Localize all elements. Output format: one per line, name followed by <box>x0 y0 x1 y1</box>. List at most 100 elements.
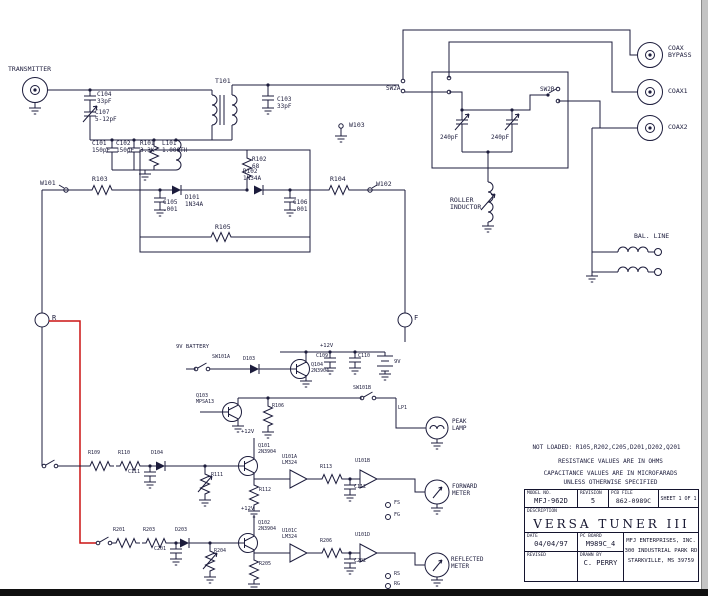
test-point-w102 <box>367 187 373 193</box>
revision-label: REVISION <box>580 491 602 496</box>
rs-terminal <box>385 573 391 579</box>
title-block: MODEL NO. MFJ-962D REVISION 5 PCB FILE 8… <box>524 489 699 582</box>
sheet-cell: SHEET 1 OF 1 <box>658 490 698 507</box>
capacitor-c103 <box>261 83 275 115</box>
description-value: VERSA TUNER III <box>533 517 690 531</box>
opamp-u101b <box>359 469 378 489</box>
resistor-r110 <box>115 461 145 471</box>
revision-cell: REVISION 5 <box>577 490 608 507</box>
transmitter-connector <box>22 77 48 115</box>
date-label: DATE <box>527 534 538 539</box>
description-cell: DESCRIPTION VERSA TUNER III <box>525 507 698 532</box>
note-unless: UNLESS OTHERWISE SPECIFIED <box>563 479 658 486</box>
transistor-q103 <box>222 402 242 422</box>
switch-sw101b <box>359 391 377 401</box>
forward-switch <box>41 459 59 469</box>
date-value: 04/04/97 <box>534 540 568 548</box>
forward-test-point <box>397 312 413 328</box>
right-edge-band <box>701 0 708 589</box>
resistor-r106 <box>263 401 273 431</box>
roller-inductor <box>480 181 496 233</box>
transistor-q101 <box>238 456 258 476</box>
resistor-r203 <box>141 538 171 548</box>
resistor-r201 <box>111 538 141 548</box>
revised-label: REVISED <box>527 553 546 558</box>
drawn-by-cell: DRAWN BY C. PERRY <box>577 551 623 581</box>
company-name: MFJ ENTERPRISES, INC. <box>626 538 696 544</box>
diode-d101 <box>171 184 182 196</box>
pcb-file-cell: PCB FILE 862-0989C <box>608 490 658 507</box>
reflected-test-point <box>34 312 50 328</box>
model-value: MFJ-962D <box>534 497 568 505</box>
diode-d203 <box>179 537 190 549</box>
resistor-r102 <box>242 153 252 183</box>
test-point-w103 <box>334 123 348 143</box>
transformer-t101 <box>211 84 395 140</box>
note-not-loaded: NOT LOADED: R105,R202,C205,D201,D202,Q20… <box>532 444 681 451</box>
company-cell: MFJ ENTERPRISES, INC. 300 INDUSTRIAL PAR… <box>623 532 698 581</box>
resistor-r103 <box>87 185 117 195</box>
model-cell: MODEL NO. MFJ-962D <box>525 490 577 507</box>
coax2-connector <box>637 115 663 141</box>
company-address2: STARKVILLE, MS 39759 <box>627 557 695 564</box>
input-matching-network <box>48 88 232 181</box>
swr-detector-section <box>42 149 405 253</box>
reflected-switch <box>95 536 113 546</box>
resistor-r205 <box>249 555 259 585</box>
drawn-by-label: DRAWN BY <box>580 553 602 558</box>
reflected-meter-circuit <box>95 515 450 591</box>
resistor-r112 <box>249 480 259 510</box>
sense-lines <box>34 190 413 466</box>
diode-d104 <box>155 460 166 472</box>
pcb-file-label: PCB FILE <box>611 491 633 496</box>
transistor-q104 <box>290 359 310 379</box>
test-point-w101 <box>63 187 69 193</box>
antenna-switch-network <box>395 29 637 169</box>
power-supply-circuit <box>186 350 394 388</box>
model-label: MODEL NO. <box>527 491 552 496</box>
balanced-line-output <box>585 128 662 283</box>
detector-shield-box <box>139 149 311 253</box>
forward-meter-circuit <box>41 438 450 520</box>
bottom-border-bar <box>0 589 708 596</box>
pc-board-value: M989C_4 <box>585 540 616 548</box>
resistor-r105 <box>206 232 236 242</box>
pc-board-cell: PC BOARD M989C_4 <box>577 532 623 551</box>
opamp-u101c <box>289 543 308 563</box>
forward-meter <box>424 479 450 505</box>
resistor-r104 <box>324 185 354 195</box>
opamp-u101d <box>359 543 378 563</box>
date-cell: DATE 04/04/97 <box>525 532 577 551</box>
battery-symbol <box>376 355 394 372</box>
pc-board-label: PC BOARD <box>580 534 602 539</box>
note-resistance: RESISTANCE VALUES ARE IN OHMS <box>558 458 663 465</box>
revision-value: 5 <box>590 497 596 505</box>
opamp-u101a <box>289 469 308 489</box>
coax-bypass-connector <box>637 42 663 68</box>
note-capacitance: CAPACITANCE VALUES ARE IN MICROFARADS <box>543 470 678 477</box>
switch-sw101a <box>193 362 211 372</box>
reflected-meter <box>424 552 450 578</box>
fs-terminal <box>385 502 391 508</box>
company-address1: 300 INDUSTRIAL PARK RD <box>624 547 698 554</box>
resistor-r206 <box>317 548 347 558</box>
transistor-q102 <box>238 533 258 553</box>
resistor-r113 <box>317 474 347 484</box>
red-trace-wire <box>49 320 96 544</box>
resistor-r109 <box>85 461 115 471</box>
pcb-file-value: 862-0989C <box>615 497 652 505</box>
fg-terminal <box>385 514 391 520</box>
drawn-by-value: C. PERRY <box>583 559 618 567</box>
sheet-value: SHEET 1 OF 1 <box>660 496 697 502</box>
diode-d102 <box>253 184 264 196</box>
revised-cell: REVISED <box>525 551 577 581</box>
peak-lamp <box>425 416 449 440</box>
peak-lamp-circuit <box>200 391 449 450</box>
tuning-capacitors <box>454 108 520 182</box>
diode-d103 <box>249 363 260 375</box>
coax1-connector <box>637 79 663 105</box>
rg-terminal <box>385 583 391 589</box>
coax-output-connectors <box>637 42 663 141</box>
